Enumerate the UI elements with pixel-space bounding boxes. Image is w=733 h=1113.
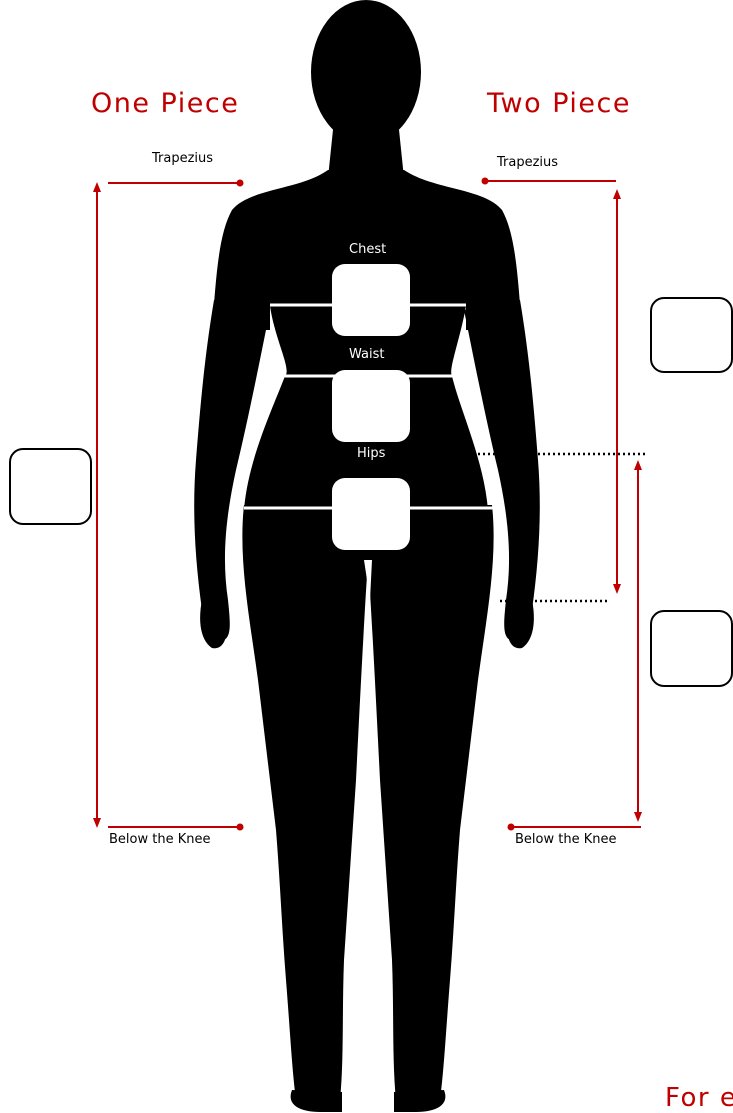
chest-input[interactable] — [332, 264, 410, 336]
waist-label: Waist — [349, 347, 384, 362]
two-piece-title: Two Piece — [487, 88, 631, 119]
right-lower-arrow-up — [634, 460, 642, 470]
hips-label: Hips — [357, 446, 385, 461]
right-lower-arrow-down — [634, 812, 642, 822]
right-trapezius-label: Trapezius — [497, 155, 558, 170]
right-top-dot — [482, 178, 489, 185]
left-top-dot — [237, 180, 244, 187]
right-upper-arrow-down — [613, 584, 621, 594]
left-arrow-up — [93, 182, 101, 192]
two-piece-bottom-length-input[interactable] — [650, 610, 733, 687]
two-piece-top-length-input[interactable] — [650, 297, 733, 373]
left-trapezius-label: Trapezius — [152, 151, 213, 166]
left-arrow-down — [93, 818, 101, 828]
one-piece-title: One Piece — [91, 88, 239, 119]
left-below-knee-label: Below the Knee — [109, 832, 210, 847]
footer-partial-text: For e — [665, 1083, 733, 1113]
right-below-knee-label: Below the Knee — [515, 832, 616, 847]
body-silhouette — [194, 0, 540, 1112]
right-upper-arrow-up — [613, 189, 621, 199]
one-piece-length-input[interactable] — [9, 448, 92, 525]
chest-label: Chest — [349, 242, 386, 257]
hips-input[interactable] — [332, 478, 410, 550]
left-bottom-dot — [237, 824, 244, 831]
waist-input[interactable] — [332, 370, 410, 442]
right-bottom-dot — [508, 824, 515, 831]
